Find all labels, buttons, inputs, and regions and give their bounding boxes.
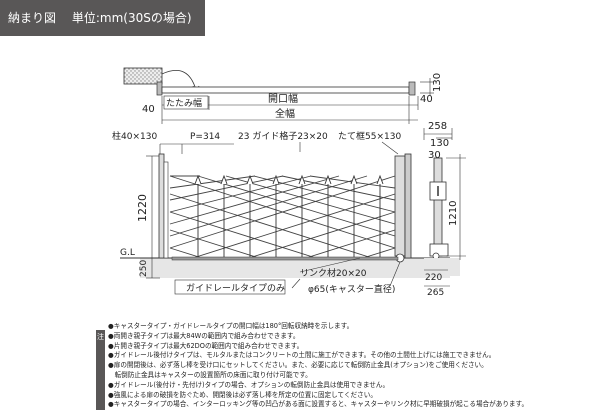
- plan-left-post: [156, 81, 163, 96]
- unit-label: 単位:mm(30Sの場合): [71, 11, 192, 25]
- note-item: ●扉の開閉後は、必ず落し棒を受け口にセットしてください。また、必要に応じて転倒防…: [108, 361, 488, 370]
- label-guide-rail-type: ガイドレールタイプのみ: [186, 283, 285, 294]
- note-item: ●強風による扉の破損を防ぐため、開閉後は必ず落し棒を所定の位置に固定してください…: [108, 390, 377, 399]
- side-view: 258 130 30 1210 220 265: [423, 121, 466, 298]
- ground-fill: [140, 258, 450, 278]
- label-post: 柱40×130: [112, 130, 157, 142]
- guide-bars: [194, 174, 384, 258]
- plan-gate-bar: [161, 86, 410, 94]
- note-item: 転倒防止金具はキャスターの設置箇所の床面に取り付け可能です。: [108, 370, 312, 379]
- note-item: ●ガイドレール後付けタイプは、モルタルまたはコンクリートの土間に施工ができます。…: [108, 351, 496, 360]
- right-post: [404, 153, 412, 259]
- label-caster: φ65(キャスター直径): [308, 283, 395, 295]
- side-label-30: 30: [428, 150, 441, 161]
- side-label-265: 265: [427, 288, 444, 298]
- note-item: ●ガイドレール(後付け・先付け)タイプの場合、オプションの転倒防止金具は使用でき…: [108, 380, 390, 389]
- note-item: ●片開き親子タイプは最大62DOの範囲内で組み合わせできます。: [108, 341, 304, 350]
- label-pitch: P=314: [190, 132, 220, 142]
- label-link-material: リンク材20×20: [300, 267, 367, 279]
- side-label-220: 220: [425, 273, 442, 283]
- label-opening-width: 開口幅: [268, 92, 298, 105]
- left-post-frame: [163, 161, 169, 259]
- note-item: ●両開き親子タイプは最大84Wの範囲内で組み合わせできます。: [108, 331, 300, 340]
- elevation-view: 柱40×130 P=314 23 ガイド格子23×20 たて框55×130 12…: [112, 130, 450, 295]
- notes-list: ●キャスタータイプ・ガイドレールタイプの開口幅は180°回転収納時を示します。 …: [108, 322, 594, 410]
- side-label-1210: 1210: [448, 201, 459, 226]
- guide-rail: [171, 256, 399, 261]
- label-guide-lattice: 23 ガイド格子23×20: [238, 130, 328, 142]
- side-post: [433, 157, 443, 257]
- side-base: [429, 243, 449, 257]
- side-label-130: 130: [430, 138, 449, 149]
- note-item: ●キャスタータイプ・ガイドレールタイプの開口幅は180°回転収納時を示します。: [108, 322, 354, 330]
- left-post: [158, 153, 165, 259]
- plan-right-post: [408, 81, 416, 96]
- installation-drawing: 40 たたみ幅 開口幅 全幅 40 130 柱40×130 P=314 23 ガ…: [112, 67, 466, 298]
- label-250: 250: [139, 260, 149, 277]
- plan-swing-arc: [161, 70, 197, 91]
- label-130-plan: 130: [432, 73, 443, 92]
- plan-folded-block: [123, 67, 163, 85]
- label-gl: G.L: [120, 248, 135, 258]
- vertical-frame: [394, 155, 406, 257]
- side-label-258: 258: [428, 121, 447, 132]
- label-fold-width: たたみ幅: [166, 97, 202, 109]
- note-item: ●キャスタータイプの場合、インターロッキング等の凹凸がある面に設置すると、キャス…: [108, 400, 529, 409]
- notes-tag: 注: [96, 330, 105, 410]
- label-total-width: 全幅: [275, 107, 295, 120]
- label-40-left: 40: [142, 104, 155, 115]
- label-vertical-frame: たて框55×130: [338, 130, 401, 142]
- plan-view: 40 たたみ幅 開口幅 全幅 40 130: [123, 67, 443, 124]
- lattice-gate: [169, 175, 396, 259]
- label-1220: 1220: [136, 194, 149, 222]
- notes-block: 注 ●キャスタータイプ・ガイドレールタイプの開口幅は180°回転収納時を示します…: [96, 322, 596, 418]
- guide-rail-callout-box: [174, 279, 286, 295]
- title-bar: 納まり図 単位:mm(30Sの場合): [0, 0, 205, 36]
- drawing-title: 納まり図: [8, 11, 57, 25]
- label-40-right: 40: [420, 94, 433, 105]
